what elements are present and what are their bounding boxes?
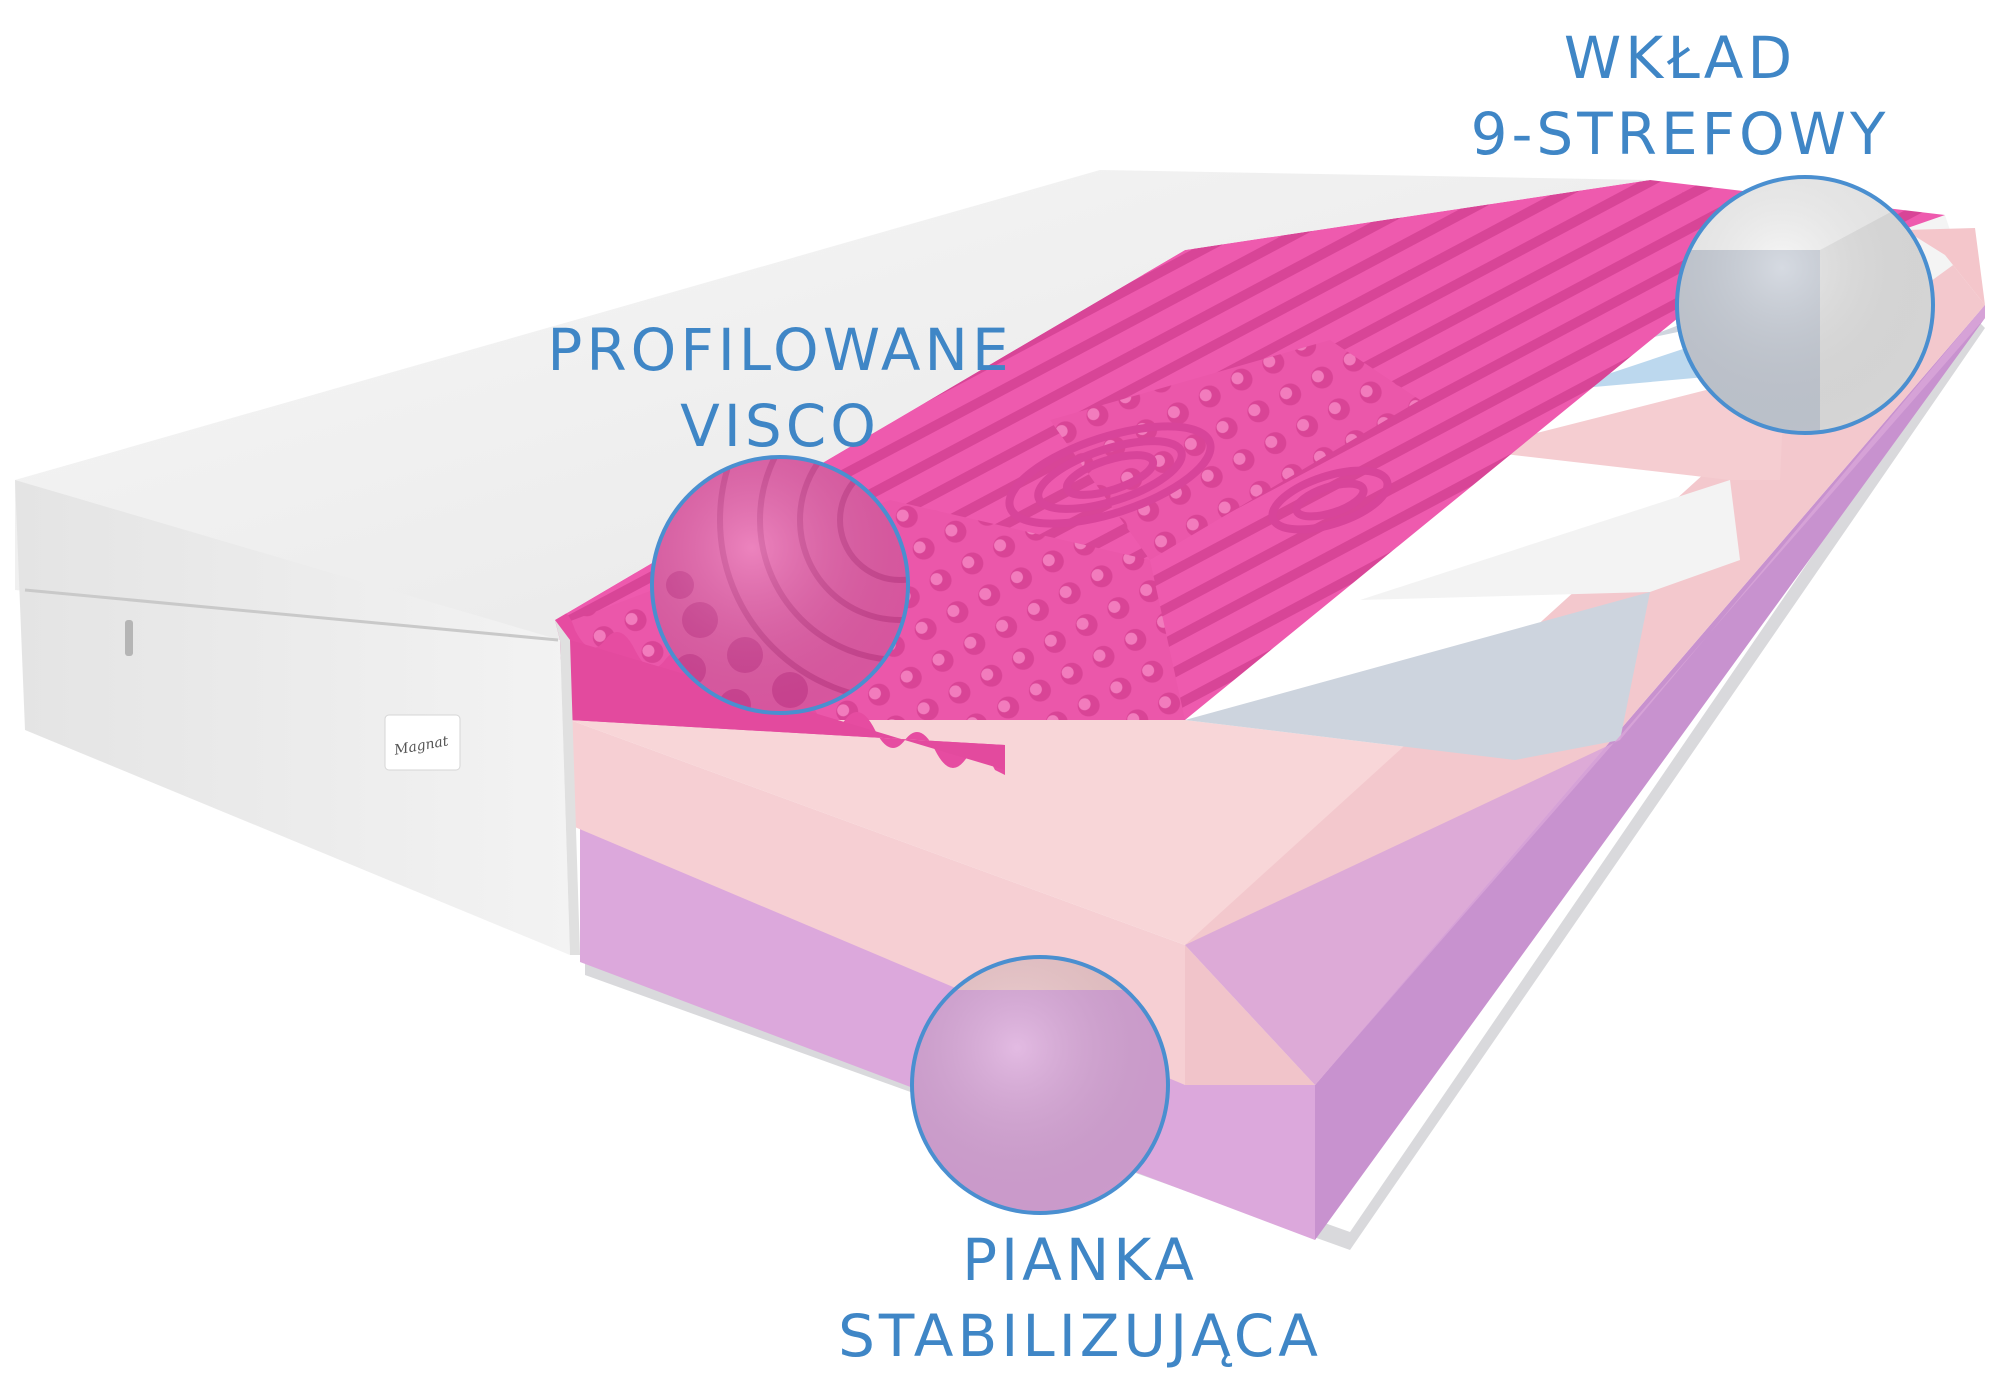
- visco-texture-lens: [650, 455, 910, 715]
- stabilizing-texture-lens: [910, 955, 1170, 1215]
- insert-side-lilac: [1185, 305, 1985, 1085]
- cover-front-side: [15, 480, 570, 955]
- stabilizing-foam-side: [1315, 305, 1985, 1240]
- zone-insert-label-line1: WKŁAD: [1563, 24, 1797, 92]
- stabilizing-foam-label-line1: PIANKA: [962, 1226, 1198, 1294]
- cover-top: [15, 170, 1650, 640]
- profiled-visco-label: PROFILOWANE VISCO: [540, 312, 1020, 464]
- zone-insert-label-line2: 9-STREFOWY: [1470, 100, 1890, 168]
- insert-zone-grey: [1185, 592, 1650, 760]
- stabilizing-foam-label-line2: STABILIZUJĄCA: [838, 1302, 1322, 1370]
- profiled-visco-label-line1: PROFILOWANE: [547, 316, 1013, 384]
- stabilizing-foam-label: PIANKA STABILIZUJĄCA: [800, 1222, 1360, 1374]
- brand-tag: Magnat: [384, 714, 461, 771]
- insert-zone-pink-end: [1905, 228, 1985, 305]
- cover-cut-edge: [555, 620, 580, 955]
- zone-insert-label: WKŁAD 9-STREFOWY: [1470, 20, 1890, 172]
- cover-zipper-seam: [24, 588, 559, 642]
- profiled-visco-label-line2: VISCO: [680, 392, 880, 460]
- insert-zone-pink: [1470, 370, 1785, 480]
- zipper-pull-icon: [125, 620, 133, 656]
- visco-ring-pattern: [1005, 422, 1392, 534]
- insert-zone-white: [1360, 480, 1740, 600]
